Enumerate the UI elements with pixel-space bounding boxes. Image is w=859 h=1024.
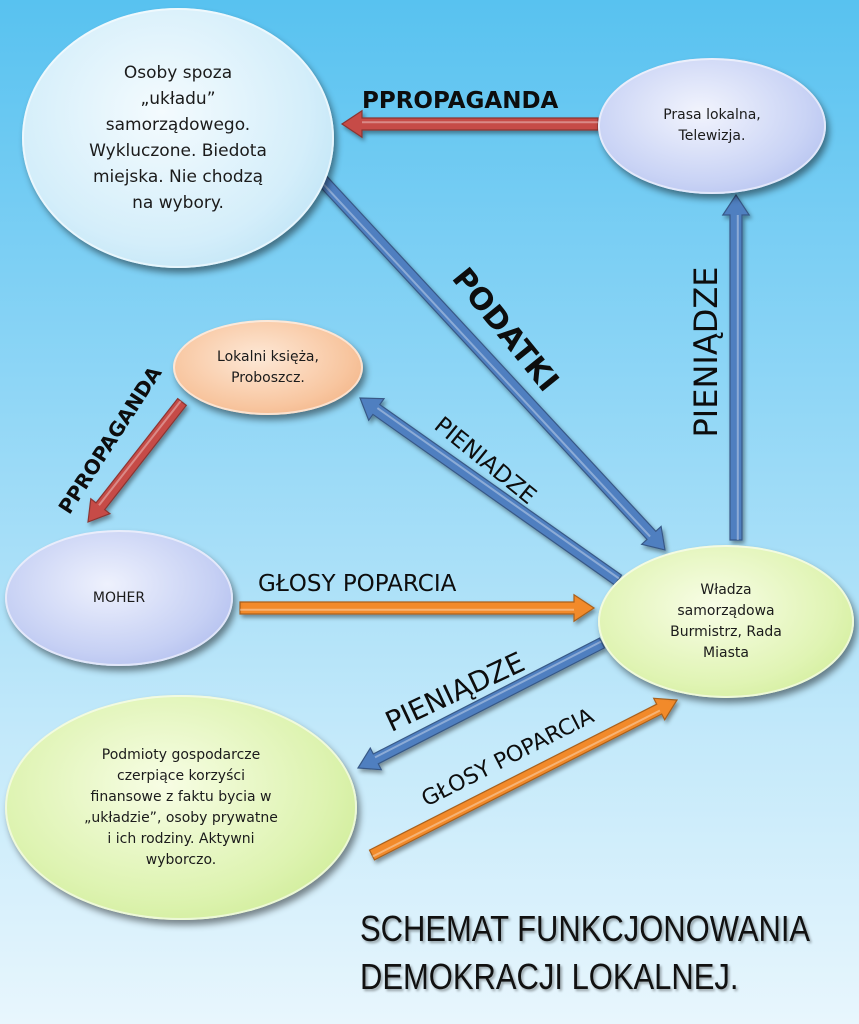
node-business-entities-line: Podmioty gospodarcze xyxy=(101,746,261,763)
node-local-authority: Władza samorządowa Burmistrz, Rada Miast… xyxy=(598,545,854,698)
node-local-priests-line: Proboszcz. xyxy=(231,369,305,386)
node-local-media: Prasa lokalna, Telewizja. xyxy=(598,58,826,194)
node-outsiders: Osoby spoza „układu” samorządowego. Wykl… xyxy=(22,8,334,268)
arrow-taxes xyxy=(316,175,666,551)
node-business-entities: Podmioty gospodarcze czerpiące korzyści … xyxy=(5,695,357,920)
arrow-propaganda-priests-highlight xyxy=(98,400,182,506)
arrow-support-business-highlight xyxy=(372,709,661,858)
diagram-title-line: SCHEMAT FUNKCJONOWANIA xyxy=(360,908,811,949)
arrow-support-moher xyxy=(239,593,596,623)
edge-label-support-moher: GŁOSY POPARCIA xyxy=(258,571,457,597)
node-outsiders-line: na wybory. xyxy=(132,193,224,213)
arrow-money-business-highlight xyxy=(374,640,602,759)
node-local-priests: Lokalni księża, Proboszcz. xyxy=(173,320,363,415)
node-business-entities-line: i ich rodziny. Aktywni xyxy=(107,830,255,847)
arrow-taxes-highlight xyxy=(319,180,651,538)
node-local-media-line: Prasa lokalna, xyxy=(663,107,761,123)
node-outsiders-line: miejska. Nie chodzą xyxy=(92,167,264,187)
arrow-money-priests-highlight xyxy=(376,407,620,580)
node-moher: MOHER xyxy=(5,530,233,666)
node-business-entities-line: „układzie”, osoby prywatne xyxy=(84,809,278,826)
node-local-media-line: Telewizja. xyxy=(678,128,746,144)
node-local-authority-line: samorządowa xyxy=(677,602,775,619)
edge-label-propaganda-media: PPROPAGANDA xyxy=(362,88,559,114)
diagram-title: SCHEMAT FUNKCJONOWANIA DEMOKRACJI LOKALN… xyxy=(360,905,810,1001)
arrow-money-priests xyxy=(359,397,623,586)
node-outsiders-line: „układu” xyxy=(140,89,216,109)
node-moher-label: MOHER xyxy=(92,590,146,606)
arrow-money-media xyxy=(721,193,751,541)
node-local-priests-line: Lokalni księża, xyxy=(217,348,319,365)
node-business-entities-line: finansowe z faktu bycia w xyxy=(90,788,272,805)
node-outsiders-line: Wykluczone. Biedota xyxy=(89,141,267,161)
node-local-authority-line: Miasta xyxy=(703,644,749,661)
node-local-authority-line: Władza xyxy=(700,581,752,598)
arrow-propaganda-priests xyxy=(87,397,188,523)
node-local-authority-line: Burmistrz, Rada xyxy=(670,623,782,640)
node-business-entities-line: czerpiące korzyści xyxy=(117,767,245,784)
diagram-title-line: DEMOKRACJI LOKALNEJ. xyxy=(360,956,739,997)
node-business-entities-line: wyborczo. xyxy=(145,851,217,868)
edge-label-money-media: PIENIĄDZE xyxy=(687,266,725,438)
node-outsiders-line: samorządowego. xyxy=(105,115,251,135)
node-outsiders-line: Osoby spoza xyxy=(123,63,233,83)
arrow-propaganda-media xyxy=(340,109,599,139)
